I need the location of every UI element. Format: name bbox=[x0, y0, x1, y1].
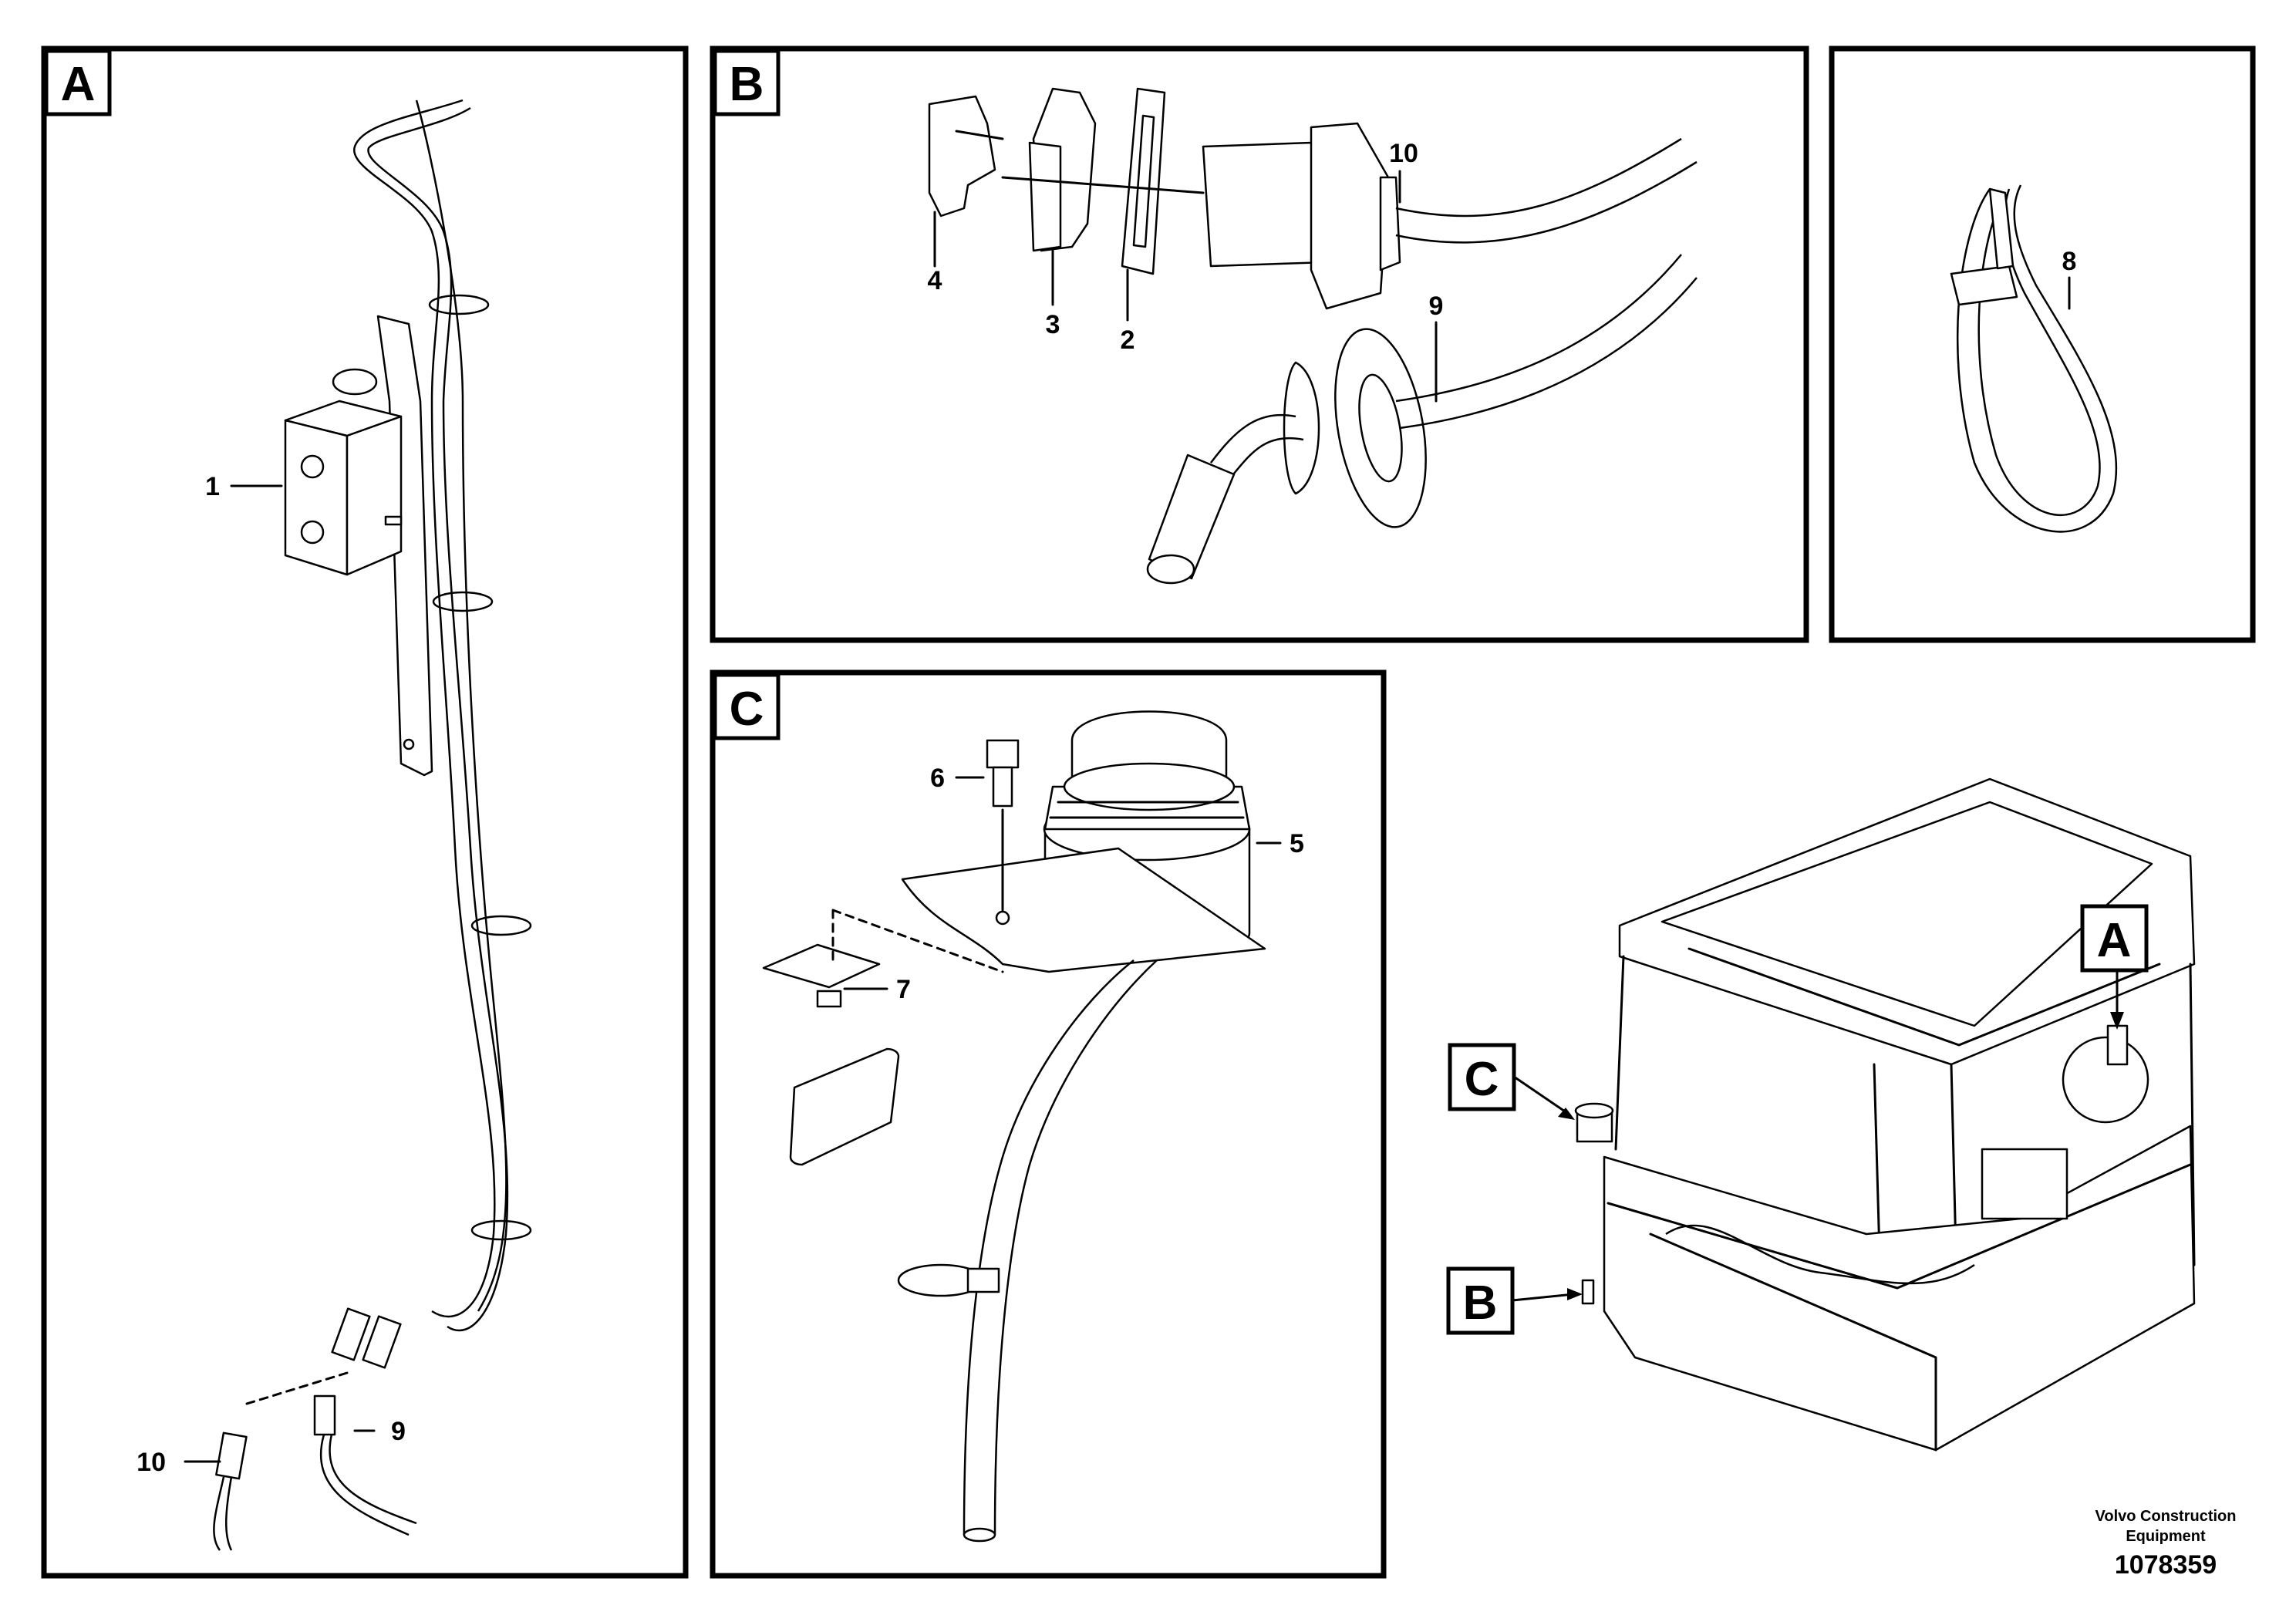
figure-number: 1078359 bbox=[2115, 1550, 2217, 1580]
connector-cover-part-4 bbox=[928, 95, 1004, 218]
callout-3: 3 bbox=[1046, 310, 1060, 339]
connectors-a bbox=[213, 1307, 417, 1551]
beacon-bracket bbox=[901, 847, 1266, 973]
callout-7: 7 bbox=[896, 975, 911, 1004]
callout-4: 4 bbox=[928, 266, 942, 295]
company-line-1: Volvo Construction bbox=[2095, 1508, 2237, 1525]
switch-box bbox=[284, 368, 403, 576]
panel-a-tag: A bbox=[61, 58, 96, 111]
connector-housing-part-3 bbox=[1028, 87, 1097, 252]
panel-c: C bbox=[710, 669, 1387, 1579]
callout-9-a: 9 bbox=[391, 1417, 406, 1446]
callout-10-a: 10 bbox=[137, 1448, 166, 1477]
cab-overview: A C B bbox=[1446, 777, 2196, 1452]
cable-tie-part-8 bbox=[1950, 184, 2118, 533]
panel-a: A bbox=[41, 46, 689, 1579]
callout-2: 2 bbox=[1121, 325, 1135, 355]
callout-5: 5 bbox=[1290, 829, 1304, 858]
callout-1: 1 bbox=[205, 472, 220, 501]
panel-cable-tie: 8 bbox=[1829, 46, 2256, 643]
overview-tag-c: C bbox=[1465, 1053, 1499, 1106]
beacon-cable bbox=[897, 959, 1158, 1543]
grommet-cable bbox=[1146, 254, 1698, 585]
panel-b: B bbox=[710, 46, 1809, 643]
panel-c-tag: C bbox=[730, 683, 764, 736]
company-line-2: Equipment bbox=[2126, 1528, 2206, 1545]
overview-tag-b: B bbox=[1463, 1276, 1498, 1330]
bolt-part-6 bbox=[986, 739, 1020, 912]
overview-tag-a: A bbox=[2097, 914, 2132, 967]
callout-8: 8 bbox=[2062, 247, 2077, 276]
nut-plate-part-7 bbox=[762, 909, 1004, 1166]
wiring-harness-a bbox=[353, 99, 532, 1332]
callout-6: 6 bbox=[930, 764, 945, 793]
figure-credit: Volvo Construction Equipment 1078359 bbox=[2095, 1508, 2237, 1580]
panel-b-tag: B bbox=[730, 58, 764, 111]
callout-9-b: 9 bbox=[1429, 292, 1444, 321]
panel-connector bbox=[1001, 122, 1698, 310]
gasket-part-2 bbox=[1121, 87, 1166, 275]
callout-10-b: 10 bbox=[1389, 139, 1418, 168]
